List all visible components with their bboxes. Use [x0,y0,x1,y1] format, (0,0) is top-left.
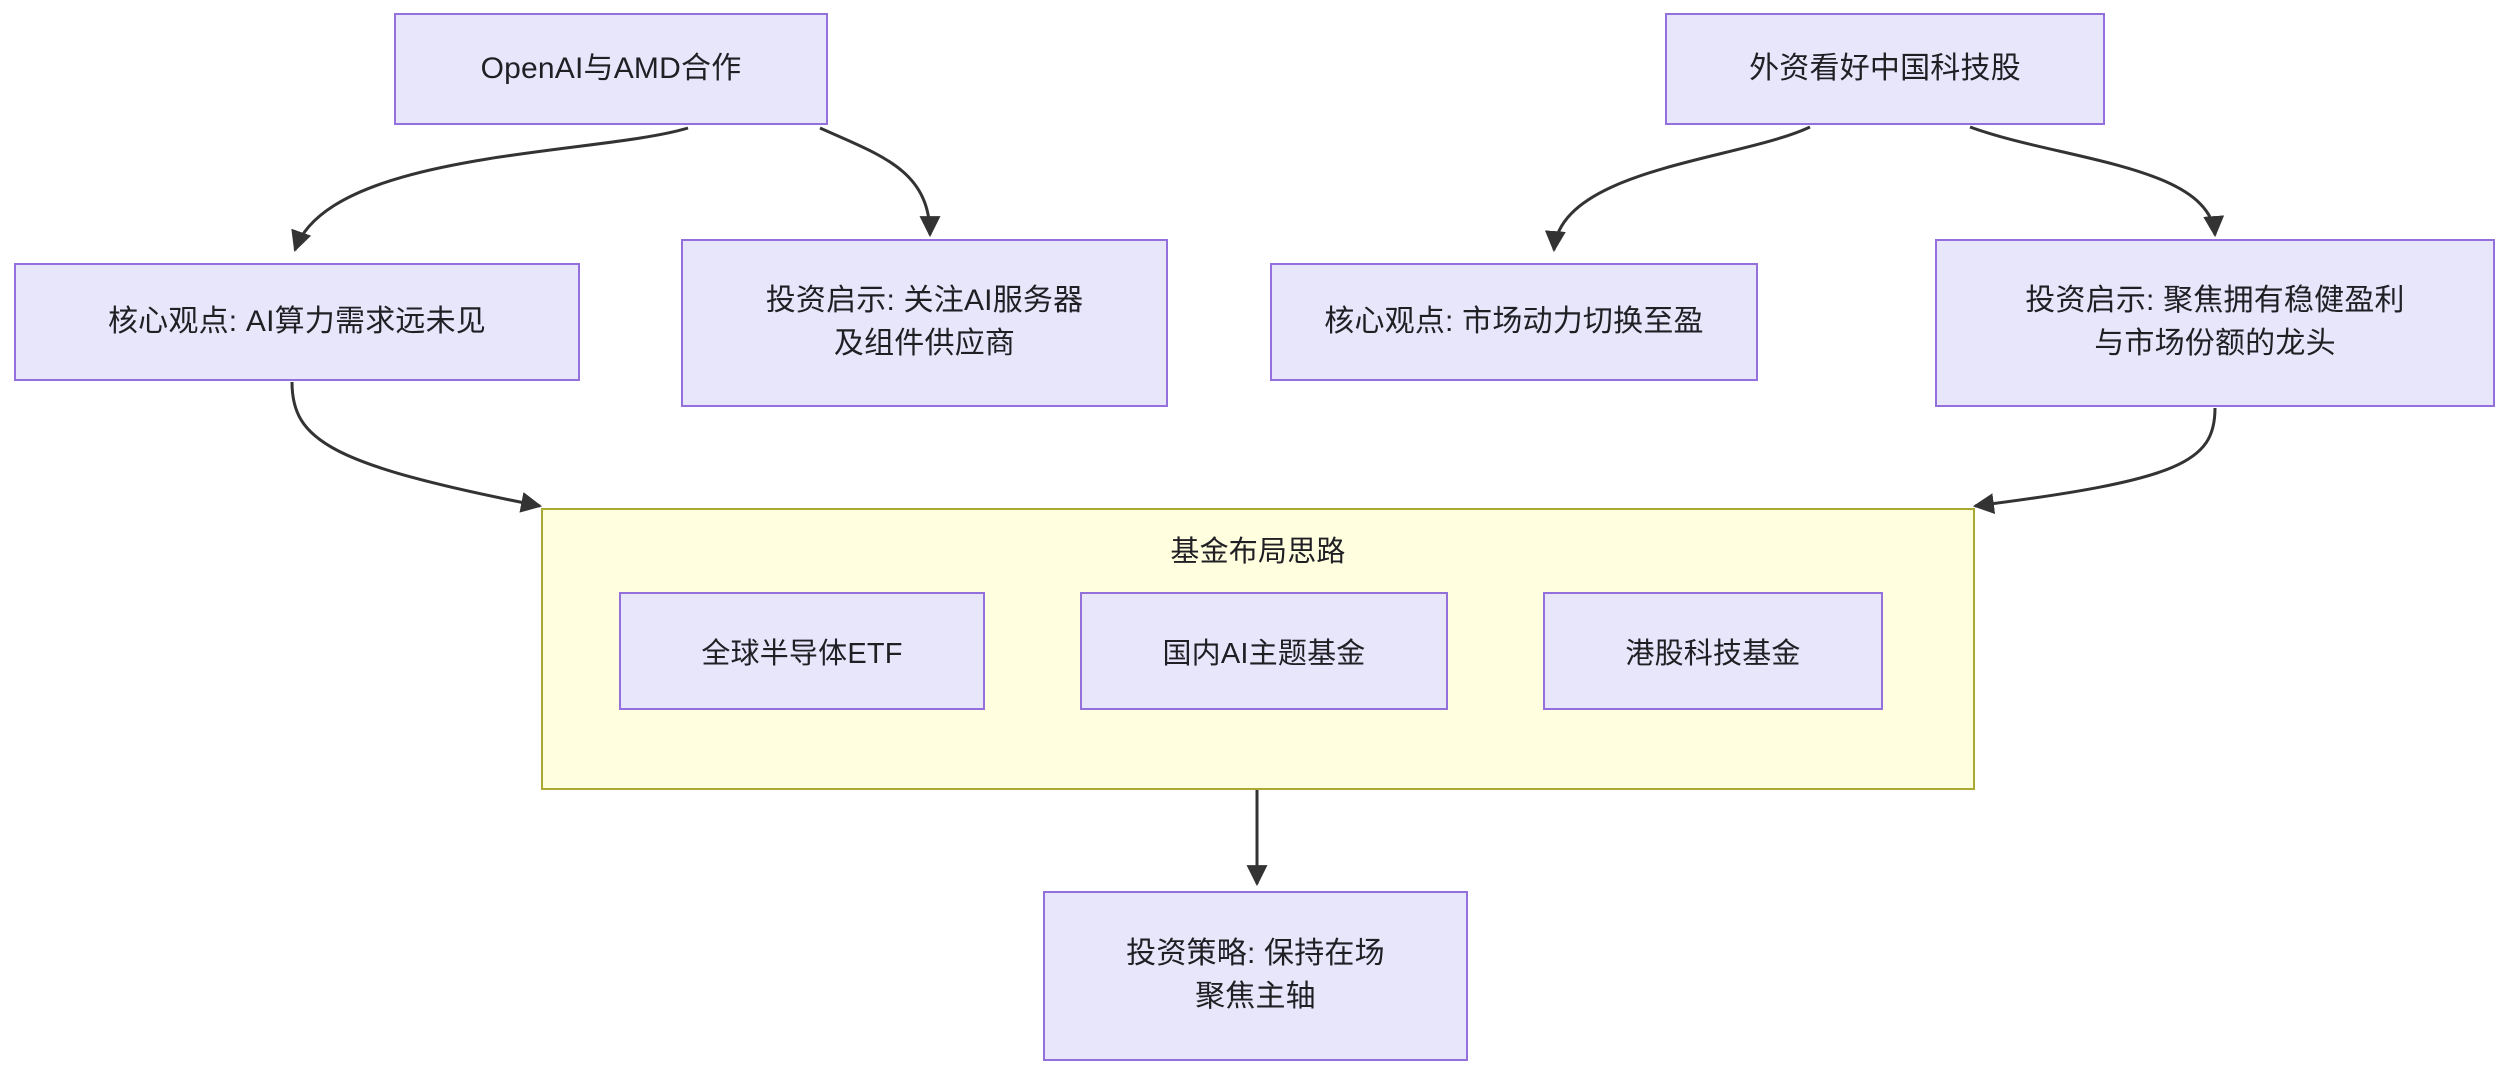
node-fund-global-semiconductor-etf-label: 全球半导体ETF [701,638,903,670]
node-fund-domestic-ai-theme-label: 国内AI主题基金 [1162,638,1366,670]
edge-core-view-ai-to-cluster [290,381,543,513]
node-openai-amd-label: OpenAI与AMD合作 [480,51,742,85]
node-investment-strategy[interactable]: 投资策略: 保持在场 聚焦主轴 [1043,891,1468,1061]
node-investment-strategy-label: 投资策略: 保持在场 聚焦主轴 [1126,937,1385,1013]
node-core-view-market-label: 核心观点: 市场动力切换至盈 [1324,304,1704,338]
node-insight-ai[interactable]: 投资启示: 关注AI服务器 及组件供应商 [681,239,1168,407]
node-fund-hk-tech[interactable]: 港股科技基金 [1543,592,1883,710]
node-foreign-capital[interactable]: 外资看好中国科技股 [1665,13,2105,125]
edge-openai-to-insight-ai [819,126,941,238]
node-fund-domestic-ai-theme[interactable]: 国内AI主题基金 [1080,592,1448,710]
edge-foreign-to-insight-china [1969,125,2225,238]
cluster-fund-strategy: 基金布局思路 全球半导体ETF 国内AI主题基金 港股科技基金 [541,508,1975,790]
node-insight-ai-label: 投资启示: 关注AI服务器 及组件供应商 [765,284,1084,360]
edge-insight-china-to-cluster [1972,407,2217,515]
node-insight-china[interactable]: 投资启示: 聚焦拥有稳健盈利 与市场份额的龙头 [1935,239,2495,407]
edge-openai-to-core-view-ai [291,126,689,252]
node-fund-global-semiconductor-etf[interactable]: 全球半导体ETF [619,592,985,710]
node-core-view-ai-label: 核心观点: AI算力需求远未见 [107,304,486,338]
cluster-title: 基金布局思路 [1170,536,1346,568]
node-fund-hk-tech-label: 港股科技基金 [1625,638,1801,670]
edge-foreign-to-core-view-market [1544,125,1811,253]
node-foreign-capital-label: 外资看好中国科技股 [1749,51,2021,85]
node-insight-china-label: 投资启示: 聚焦拥有稳健盈利 与市场份额的龙头 [2025,284,2405,360]
node-core-view-market[interactable]: 核心观点: 市场动力切换至盈 [1270,263,1758,381]
node-openai-amd[interactable]: OpenAI与AMD合作 [394,13,828,125]
node-core-view-ai[interactable]: 核心观点: AI算力需求远未见 [14,263,580,381]
